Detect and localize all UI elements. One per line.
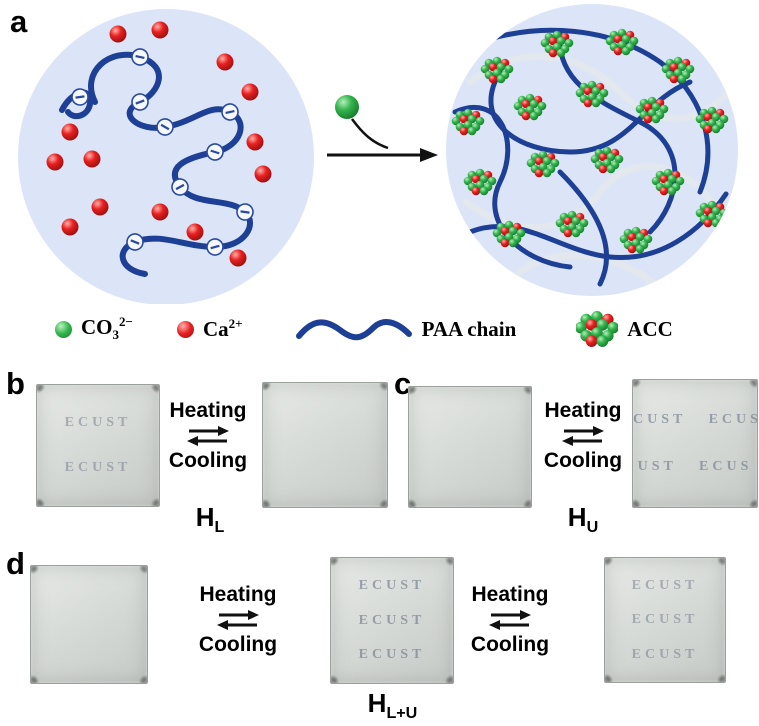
ca-sphere-icon (176, 320, 194, 338)
gel-stamp-text: ECUST (358, 647, 426, 663)
panel-label-c: c (394, 366, 412, 401)
acc-cluster-icon (576, 311, 619, 347)
legend: CO32− Ca2+ PAA chain ACC (0, 306, 759, 352)
equilibrium-arrows-icon (217, 610, 259, 630)
equilibrium-arrows-icon (489, 610, 531, 630)
heating-cooling-c: Heating Cooling (543, 399, 623, 473)
gel-stamp-text: ECUST (631, 646, 699, 662)
cooling-label: Cooling (198, 633, 278, 656)
heating-label: Heating (169, 399, 247, 422)
panel-label-a: a (10, 4, 28, 39)
gel-photo-b-blank (262, 382, 388, 508)
schematic-diagram (18, 4, 738, 304)
gel-photo-b-stamped: ECUST ECUST (36, 384, 160, 507)
panel-label-b: b (6, 366, 25, 401)
gel-stamp-text: ECUST (358, 612, 426, 628)
acc-label: ACC (627, 316, 673, 341)
paa-chain-icon (295, 319, 412, 341)
gel-stamp-text: ECUST (358, 577, 426, 593)
gel-photo-c-stamped: CUST ECUS UST ECUS (632, 379, 758, 508)
legend-item-co3: CO32− (55, 314, 133, 343)
cooling-label: Cooling (168, 449, 248, 472)
equilibrium-arrows-icon (562, 426, 604, 446)
gel-photo-d-blank (30, 565, 148, 684)
panel-label-d: d (6, 546, 25, 581)
heating-label: Heating (471, 583, 549, 606)
gel-title-hl: HL (195, 502, 225, 537)
co3-ion (335, 95, 359, 119)
gel-photo-d-stamped-right: ECUST ECUST ECUST (604, 557, 726, 683)
equilibrium-arrows-icon (187, 426, 229, 446)
gel-title-hlu: HL+U (367, 688, 418, 723)
co3-label: CO32− (81, 314, 133, 343)
gel-stamp-text: UST ECUS (637, 459, 753, 474)
ca-label: Ca2+ (202, 316, 243, 341)
gel-state-circle (446, 4, 738, 296)
legend-item-ca: Ca2+ (176, 316, 243, 342)
solution-state-circle (18, 9, 314, 304)
heating-cooling-b: Heating Cooling (168, 399, 248, 473)
calcium-ions (46, 21, 272, 267)
legend-item-acc: ACC (576, 308, 673, 350)
gel-title-hu: HU (567, 502, 599, 537)
paa-label: PAA chain (421, 316, 517, 341)
gel-stamp-text: CUST ECUS (633, 412, 759, 427)
co3-sphere-icon (55, 320, 72, 338)
gel-stamp-text: ECUST (631, 577, 699, 593)
gel-stamp-text: ECUST (631, 612, 699, 627)
gel-stamp-text: ECUST (64, 415, 132, 430)
gel-stamp-text: ECUST (64, 460, 132, 475)
heating-cooling-d1: Heating Cooling (196, 583, 280, 657)
gel-photo-c-blank (408, 386, 532, 508)
cooling-label: Cooling (543, 449, 623, 472)
cooling-label: Cooling (470, 633, 550, 656)
reaction-arrow (327, 95, 438, 162)
heating-label: Heating (544, 399, 622, 422)
gel-photo-d-stamped-mid: ECUST ECUST ECUST (330, 557, 454, 684)
heating-label: Heating (199, 583, 277, 606)
legend-item-paa: PAA chain (295, 316, 517, 342)
heating-cooling-d2: Heating Cooling (468, 583, 552, 657)
